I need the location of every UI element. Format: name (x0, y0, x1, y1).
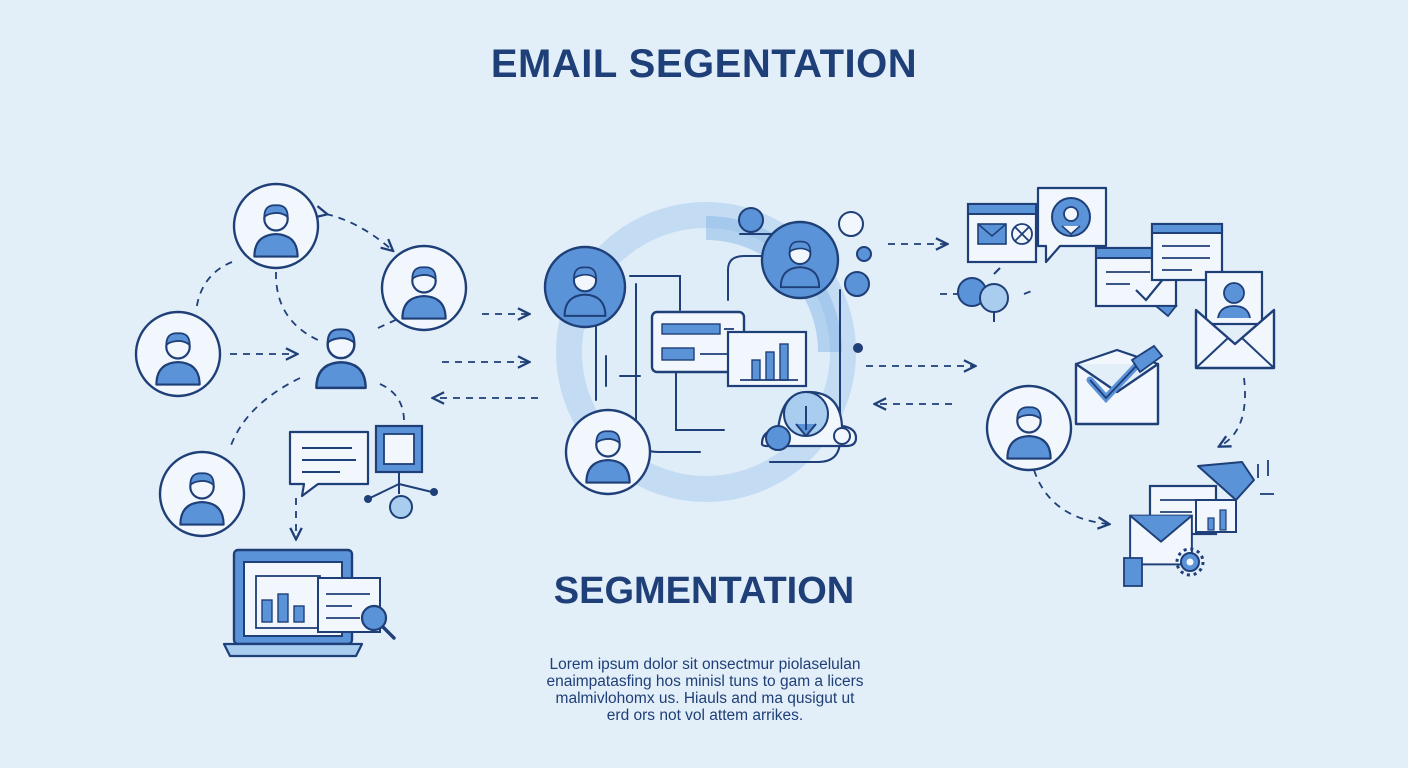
user-avatar (985, 384, 1073, 472)
dashboard-card-icon (650, 310, 746, 374)
email-window-icon (966, 202, 1038, 264)
connector-arrow (275, 271, 319, 341)
left-user-network (134, 182, 538, 658)
description-line: Lorem ipsum dolor sit onsectmur piolasel… (549, 656, 861, 673)
profile-envelope-icon (1194, 270, 1276, 370)
connector-arrow (379, 383, 405, 425)
description-line: erd ors not vol attem arrikes. (606, 707, 804, 724)
user-avatar (232, 182, 320, 270)
bar-chart-icon (726, 330, 808, 388)
connector-arrow (377, 317, 401, 329)
user-icon (315, 328, 367, 390)
cloud-download-icon (760, 390, 858, 451)
node-network-icon (364, 424, 438, 519)
connector-arrow (229, 377, 301, 449)
description-line: malmivlohomx us. Hiauls and ma qusigut u… (555, 690, 855, 707)
description-line: enaimpatasfing hos minisl tuns to gam a … (546, 673, 864, 690)
connector-arrow (1220, 377, 1246, 446)
campaign-send-icon (1123, 460, 1274, 587)
verified-envelope-icon (1074, 344, 1164, 426)
user-avatar (380, 244, 468, 332)
page-title: EMAIL SEGENTATION (490, 42, 918, 86)
description-text: Lorem ipsum dolor sit onsectmur piolasel… (530, 656, 880, 724)
magnifier-icon (360, 604, 388, 632)
connector-arrow (1023, 289, 1035, 295)
connector-arrow (326, 214, 392, 250)
central-user (315, 328, 367, 390)
profile-chat-icon (1036, 186, 1108, 264)
document-card-icon (1150, 222, 1224, 282)
segmentation-hub (543, 202, 872, 502)
user-avatar (564, 408, 652, 496)
connector-arrow (1033, 469, 1108, 524)
user-avatar (543, 245, 627, 329)
right-email-flow (866, 186, 1276, 587)
section-heading: SEGMENTATION (553, 570, 855, 612)
pencil-icon (1135, 277, 1165, 302)
user-avatar (134, 310, 222, 398)
chat-bubble-icon (288, 430, 370, 498)
data-node (738, 207, 872, 353)
connector-arrow (195, 261, 233, 313)
laptop-analytics-icon (222, 548, 396, 658)
user-avatar (760, 220, 840, 300)
user-avatar (158, 450, 246, 538)
node-link-icon (957, 267, 1009, 322)
